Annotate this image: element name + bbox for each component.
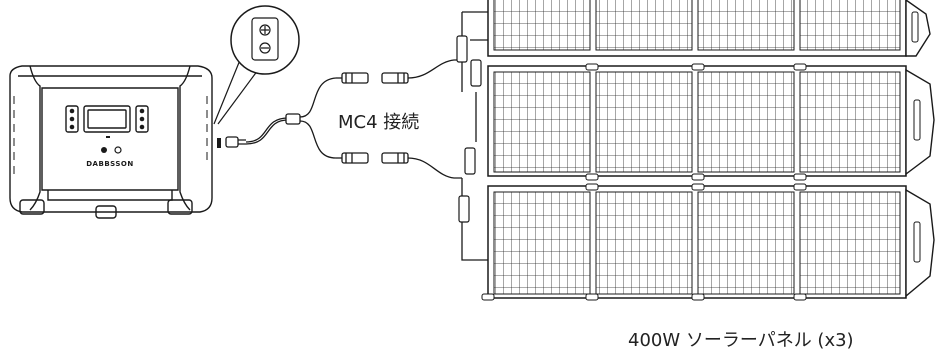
power-station-brand: DABBSSON <box>86 160 133 168</box>
solar-panel-2 <box>487 63 935 181</box>
solar-panel-3 <box>481 183 935 301</box>
mc4-connection-label: MC4 接続 <box>338 112 420 133</box>
solar-panel-caption: 400W ソーラーパネル (x3) <box>628 330 854 351</box>
cable-set <box>225 11 488 261</box>
solar-panel-1 <box>487 0 931 57</box>
power-station <box>9 65 213 219</box>
power-station-buttons <box>69 108 145 154</box>
port-callout <box>213 5 300 125</box>
panel-mc4-connectors <box>456 35 482 223</box>
input-port <box>217 138 221 148</box>
